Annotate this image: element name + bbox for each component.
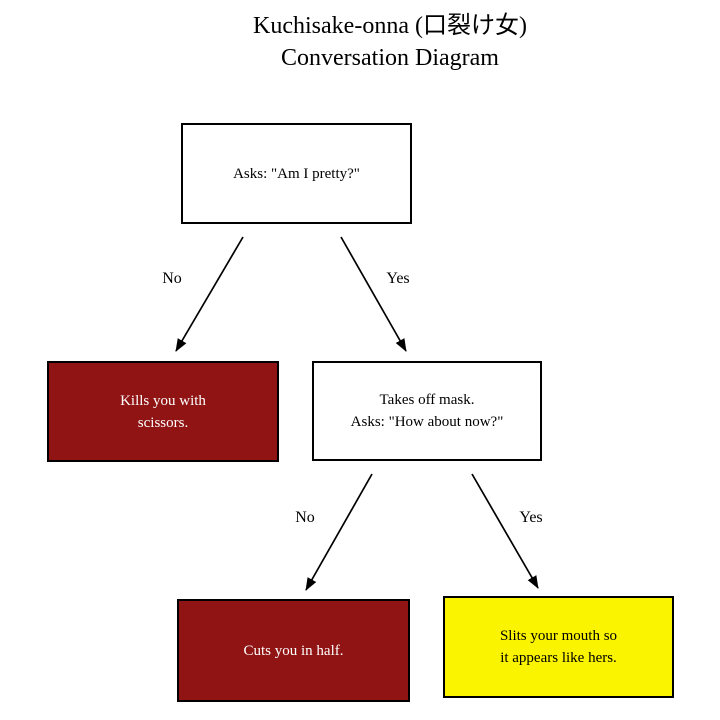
node-text-line: Kills you with xyxy=(120,392,206,409)
node-text-line: Cuts you in half. xyxy=(243,642,344,659)
node-text-line: Takes off mask. xyxy=(379,392,475,408)
node-text-line: Asks: "How about now?" xyxy=(350,414,504,430)
edge-label-yes-2: Yes xyxy=(519,509,543,526)
node-slits-your-mouth: Slits your mouth so it appears like hers… xyxy=(443,596,674,698)
node-kills-with-scissors: Kills you with scissors. xyxy=(47,361,279,462)
arrow-yes-1 xyxy=(340,236,407,352)
node-text-line: Slits your mouth so xyxy=(499,628,618,644)
edge-label-yes-1: Yes xyxy=(386,270,410,287)
node-cuts-in-half: Cuts you in half. xyxy=(177,599,410,702)
diagram-title: Kuchisake-onna (口裂け女) Conversation Diagr… xyxy=(65,10,715,74)
arrow-no-2 xyxy=(305,473,373,591)
title-line-1: Kuchisake-onna (口裂け女) xyxy=(253,13,527,39)
arrow-yes-2 xyxy=(471,473,539,589)
edge-label-no-2: No xyxy=(295,509,315,526)
node-ask-am-i-pretty: Asks: "Am I pretty?" xyxy=(181,123,412,224)
node-text-line: it appears like hers. xyxy=(500,650,617,666)
edge-label-no-1: No xyxy=(162,270,182,287)
arrow-no-1 xyxy=(175,236,244,352)
node-text-line: Asks: "Am I pretty?" xyxy=(233,165,360,182)
node-text-line: scissors. xyxy=(137,414,189,431)
title-line-2: Conversation Diagram xyxy=(281,45,499,71)
node-takes-off-mask: Takes off mask. Asks: "How about now?" xyxy=(312,361,542,461)
